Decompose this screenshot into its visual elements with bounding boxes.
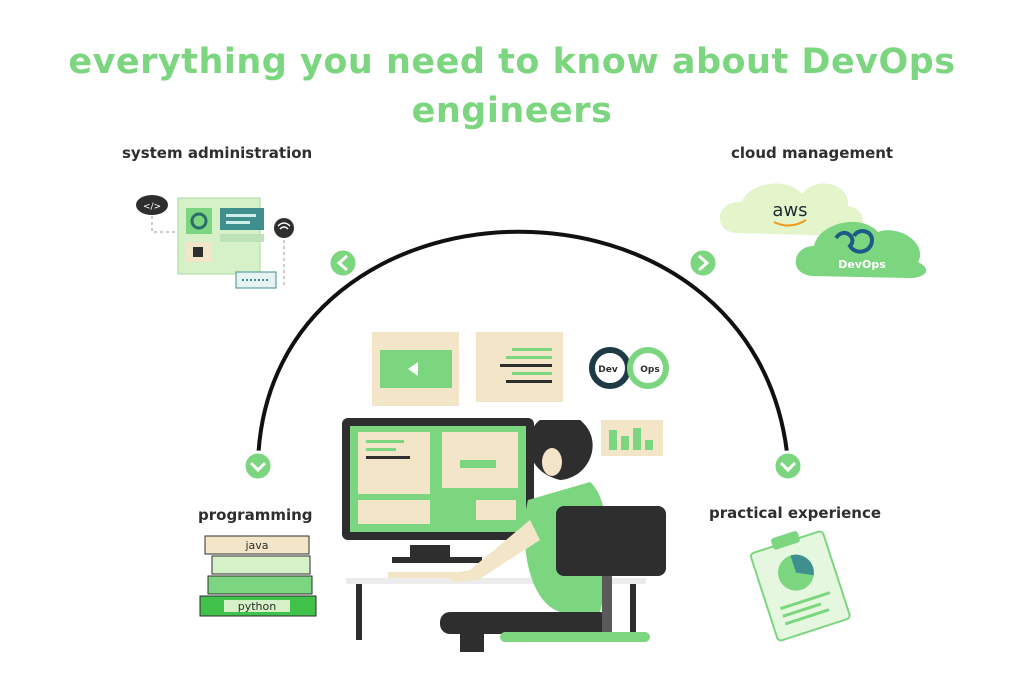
aws-logo: aws [772,200,807,221]
system-administration-label: system administration [122,144,313,162]
programming-label: programming [198,506,313,524]
java-book-label: java [244,539,268,552]
desk [346,572,646,640]
arc-connector [256,229,790,463]
chevron-down-icon [772,450,804,482]
bar-chart-icon [601,420,663,456]
devops-badge-ops: Ops [640,365,659,375]
office-chair [500,506,666,642]
cloud-code-icon [136,195,168,215]
practical-experience-label: practical experience [709,504,882,522]
page-title: everything you need to know about DevOps… [68,42,956,131]
devops-cloud-label: DevOps [838,258,886,271]
clipboard-report [749,530,851,642]
user-icon [193,247,203,257]
chevron-down-icon [242,450,274,482]
devops-badge-dev: Dev [598,365,618,375]
code-tag-label: </> [143,202,161,212]
monitor [342,418,534,563]
play-icon [408,362,418,376]
chevron-right-icon [687,247,719,279]
books-stack: java python [199,535,317,617]
devops-badge: Dev Ops [589,347,669,389]
video-panel [372,332,459,406]
cloud-illustration: aws DevOps [719,183,927,278]
python-book-label: python [238,600,277,613]
cloud-management-label: cloud management [731,144,894,162]
code-panel [476,332,563,402]
wifi-icon [274,218,294,238]
devops-infinity-icon [834,229,875,254]
gear-icon [190,212,208,230]
sysadmin-illustration: </> [136,195,294,289]
chevron-left-icon [327,247,359,279]
